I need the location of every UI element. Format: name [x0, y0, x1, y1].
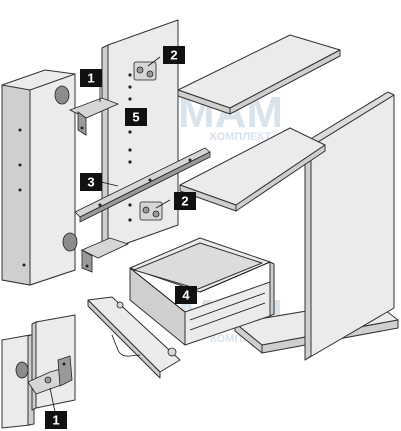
hinge-upper: [69, 97, 120, 136]
callout-2-middle-label: 2: [181, 194, 188, 209]
callout-1-top: 1: [80, 69, 102, 87]
left-door-panel: [1, 69, 78, 286]
callout-5: 5: [125, 108, 147, 126]
drawer-slide-rail: [74, 147, 211, 223]
watermark-sub-top: КОМПЛЕКТ: [210, 131, 271, 143]
drawer-box: [129, 237, 275, 346]
callout-3-label: 3: [87, 175, 94, 190]
callout-1-bottom-label: 1: [52, 413, 59, 428]
callout-2-top: 2: [163, 46, 185, 64]
middle-shelf: [179, 127, 326, 212]
callout-4-label: 4: [182, 288, 190, 303]
hinge-detail-inset: [1, 314, 76, 429]
leader-c3: [100, 181, 119, 187]
callout-3: 3: [80, 173, 102, 191]
callout-2-middle: 2: [174, 192, 196, 210]
leader-c1b: [49, 387, 56, 413]
callout-1-bottom: 1: [45, 411, 67, 429]
callout-4: 4: [175, 286, 197, 304]
mounting-plate-lower: [139, 201, 163, 221]
leader-c2b: [155, 199, 171, 209]
callout-1-top-label: 1: [87, 71, 94, 86]
callout-5-label: 5: [132, 110, 139, 125]
callout-2-top-label: 2: [170, 48, 177, 63]
top-shelf: [177, 34, 341, 115]
drawer-front-panel: [87, 296, 181, 379]
leader-c2a: [147, 56, 161, 67]
right-side-panel: [298, 91, 395, 361]
mounting-plate-upper: [133, 61, 157, 81]
hinge-lower: [81, 237, 130, 273]
